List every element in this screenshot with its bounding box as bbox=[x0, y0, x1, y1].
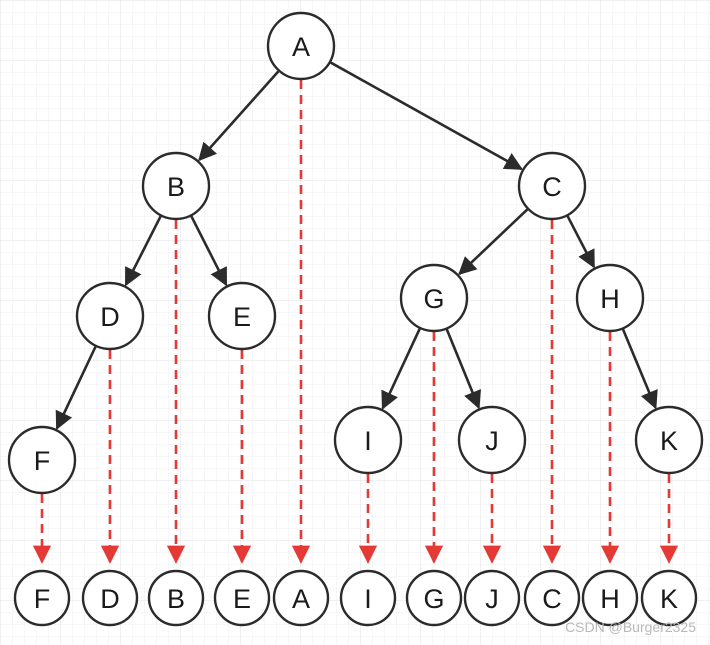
inorder-node-5-a: A bbox=[272, 569, 330, 627]
inorder-node-label: B bbox=[167, 584, 185, 614]
tree-edge-d-f bbox=[55, 346, 97, 430]
tree-node-label: C bbox=[542, 172, 562, 202]
inorder-node-8-j: J bbox=[463, 569, 521, 627]
tree-node-label: K bbox=[660, 426, 678, 456]
tree-node-circle bbox=[7, 425, 77, 495]
tree-node-circle bbox=[517, 151, 587, 221]
tree-node-g: G bbox=[399, 263, 469, 333]
tree-node-label: I bbox=[364, 426, 372, 456]
inorder-node-circle bbox=[405, 569, 463, 627]
tree-node-circle bbox=[575, 263, 645, 333]
watermark-text: CSDN @Burger2325 bbox=[565, 619, 696, 635]
inorder-node-7-g: G bbox=[405, 569, 463, 627]
tree-node-b: B bbox=[141, 151, 211, 221]
tree-edge-c-g bbox=[458, 208, 529, 276]
inorder-node-label: H bbox=[600, 584, 620, 614]
tree-node-d: D bbox=[75, 281, 145, 351]
tree-node-circle bbox=[141, 151, 211, 221]
tree-node-circle bbox=[399, 263, 469, 333]
inorder-node-10-h: H bbox=[581, 569, 639, 627]
tree-edge-g-j bbox=[445, 328, 481, 410]
tree-edge-c-h bbox=[566, 215, 596, 269]
inorder-node-label: J bbox=[485, 584, 499, 614]
inorder-node-2-d: D bbox=[81, 569, 139, 627]
tree-node-circle bbox=[207, 281, 277, 351]
tree-node-i: I bbox=[333, 405, 403, 475]
tree-node-label: J bbox=[485, 426, 499, 456]
tree-node-a: A bbox=[266, 11, 336, 81]
inorder-node-1-f: F bbox=[13, 569, 71, 627]
inorder-node-circle bbox=[463, 569, 521, 627]
inorder-node-circle bbox=[213, 569, 271, 627]
inorder-node-circle bbox=[147, 569, 205, 627]
inorder-node-label: C bbox=[542, 584, 562, 614]
inorder-node-label: G bbox=[423, 584, 444, 614]
tree-node-k: K bbox=[634, 405, 704, 475]
tree-node-label: F bbox=[34, 446, 51, 476]
tree-node-label: E bbox=[233, 302, 251, 332]
inorder-node-label: K bbox=[660, 584, 678, 614]
inorder-node-label: A bbox=[292, 584, 310, 614]
edges-layer bbox=[32, 61, 679, 564]
nodes-layer: A B C D E G H F I J K F D B E A I G J C H K bbox=[7, 11, 704, 627]
tree-node-circle bbox=[75, 281, 145, 351]
tree-node-e: E bbox=[207, 281, 277, 351]
tree-node-h: H bbox=[575, 263, 645, 333]
inorder-node-label: D bbox=[100, 584, 120, 614]
tree-node-label: H bbox=[600, 284, 620, 314]
tree-node-circle bbox=[457, 405, 527, 475]
tree-node-circle bbox=[634, 405, 704, 475]
inorder-node-3-b: B bbox=[147, 569, 205, 627]
tree-node-circle bbox=[266, 11, 336, 81]
inorder-node-circle bbox=[523, 569, 581, 627]
inorder-node-circle bbox=[339, 569, 397, 627]
inorder-node-11-k: K bbox=[640, 569, 698, 627]
tree-node-f: F bbox=[7, 425, 77, 495]
tree-edge-a-c bbox=[330, 61, 524, 171]
inorder-node-4-e: E bbox=[213, 569, 271, 627]
inorder-node-label: E bbox=[233, 584, 251, 614]
tree-edge-b-e bbox=[190, 215, 228, 287]
inorder-node-label: F bbox=[34, 584, 51, 614]
inorder-node-circle bbox=[13, 569, 71, 627]
inorder-node-9-c: C bbox=[523, 569, 581, 627]
inorder-node-circle bbox=[581, 569, 639, 627]
tree-edge-a-b bbox=[198, 70, 280, 162]
tree-node-j: J bbox=[457, 405, 527, 475]
tree-edge-g-i bbox=[381, 328, 421, 410]
inorder-node-6-i: I bbox=[339, 569, 397, 627]
inorder-node-circle bbox=[272, 569, 330, 627]
inorder-node-circle bbox=[640, 569, 698, 627]
tree-node-label: G bbox=[423, 284, 444, 314]
tree-node-label: B bbox=[167, 172, 185, 202]
tree-node-c: C bbox=[517, 151, 587, 221]
tree-node-label: D bbox=[100, 302, 120, 332]
tree-node-label: A bbox=[292, 32, 310, 62]
tree-node-circle bbox=[333, 405, 403, 475]
tree-edge-b-d bbox=[124, 215, 162, 287]
inorder-node-circle bbox=[81, 569, 139, 627]
inorder-node-label: I bbox=[364, 584, 372, 614]
tree-edge-h-k bbox=[621, 328, 658, 410]
